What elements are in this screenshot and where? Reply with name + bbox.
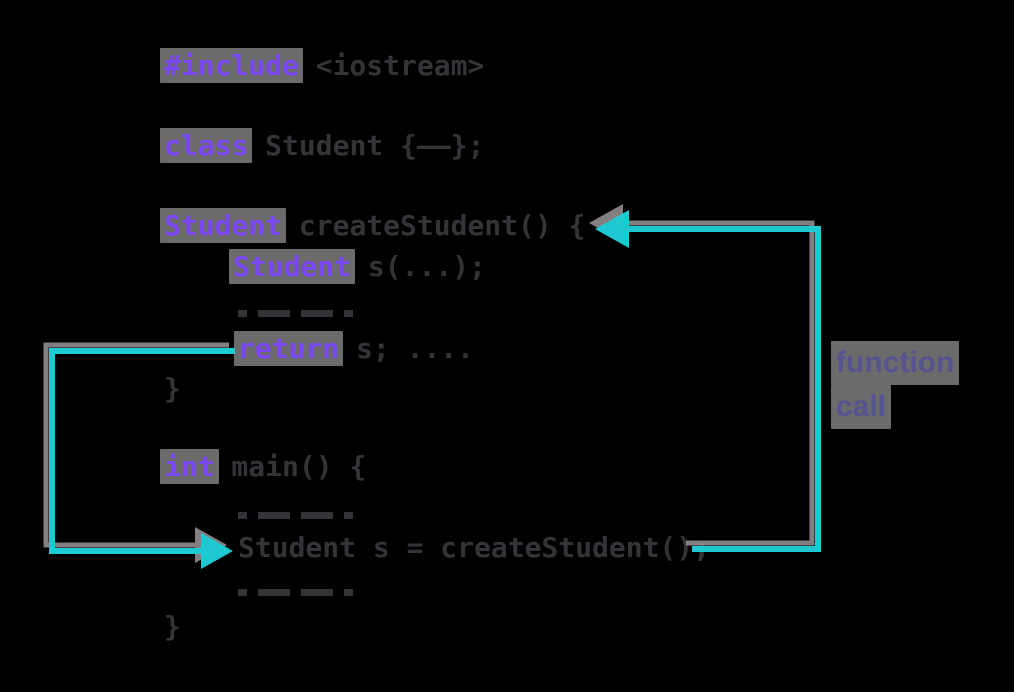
close-brace: } <box>164 372 181 405</box>
code-line-main-signature: int main() { <box>160 449 367 484</box>
function-call-label: function call <box>831 341 960 429</box>
dash-segment <box>301 511 333 519</box>
omitted-code-dashes-2 <box>238 511 353 519</box>
keyword-student-return-type: Student <box>160 208 287 243</box>
dash-segment <box>344 309 353 317</box>
dash-segment <box>344 588 353 596</box>
code-line-call-statement: Student s = createStudent(); <box>238 531 710 565</box>
code-line-return: return s; .... <box>234 331 475 366</box>
code-line-create-close-brace: } <box>164 372 181 406</box>
dash-segment <box>258 511 290 519</box>
code-line-main-close-brace: } <box>164 610 181 644</box>
dash-segment <box>344 511 353 519</box>
dash-segment <box>258 588 290 596</box>
keyword-return: return <box>234 331 344 366</box>
function-call-arrow <box>629 226 821 552</box>
main-signature: main() { <box>214 450 367 483</box>
code-line-include: #include <iostream> <box>160 48 485 83</box>
omitted-code-dashes-3 <box>238 588 353 596</box>
dash-segment <box>258 309 290 317</box>
return-arrow-shadow <box>43 342 229 548</box>
class-body: Student {——}; <box>248 129 485 162</box>
function-call-arrowhead-icon <box>595 210 629 248</box>
code-line-local-declaration: Student s(...); <box>229 249 486 284</box>
local-declaration: s(...); <box>351 250 486 283</box>
function-call-label-word1: function <box>831 341 960 385</box>
code-line-class: class Student {——}; <box>160 128 485 163</box>
keyword-include: #include <box>160 48 303 83</box>
return-value: s; .... <box>339 332 475 365</box>
dash-segment <box>301 588 333 596</box>
dash-segment <box>238 309 247 317</box>
omitted-code-dashes-1 <box>238 309 353 317</box>
return-arrowhead-shadow <box>195 527 227 563</box>
function-call-arrowhead-shadow <box>589 204 623 242</box>
function-signature: createStudent() { <box>282 209 586 242</box>
keyword-student-local: Student <box>229 249 356 284</box>
call-statement: Student s = createStudent(); <box>238 531 711 564</box>
dash-segment <box>301 309 333 317</box>
function-call-label-word2: call <box>831 385 892 429</box>
include-argument: <iostream> <box>298 49 485 82</box>
dash-segment <box>238 588 247 596</box>
keyword-class: class <box>160 128 253 163</box>
dash-segment <box>238 511 247 519</box>
function-call-arrow-shadow <box>623 220 815 546</box>
keyword-int: int <box>160 449 219 484</box>
close-brace: } <box>164 610 181 643</box>
code-line-function-signature: Student createStudent() { <box>160 208 586 243</box>
return-arrowhead-icon <box>201 533 233 569</box>
